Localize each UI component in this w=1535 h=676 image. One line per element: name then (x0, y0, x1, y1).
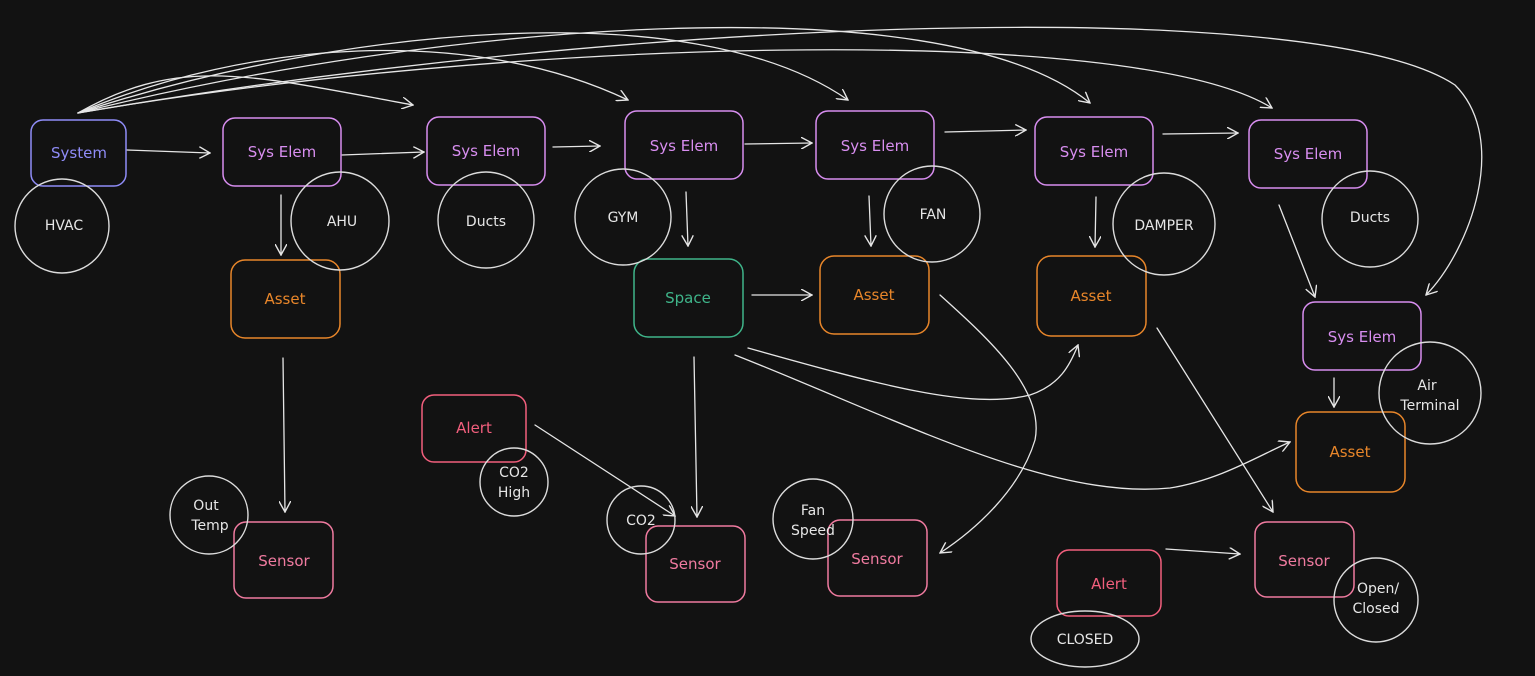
tag-gym-label: GYM (608, 210, 639, 226)
asset-node-4[interactable]: Asset (1295, 411, 1406, 493)
arrow-system-to-se2-arc (77, 75, 413, 114)
sensor-label: Sensor (1278, 552, 1330, 570)
sys-elem-label: Sys Elem (1060, 143, 1128, 161)
sys-elem-node-2[interactable]: Sys Elem (426, 116, 546, 186)
alert-label: Alert (456, 419, 492, 437)
arrow-space-to-sensor2 (694, 356, 697, 517)
sys-elem-node-5[interactable]: Sys Elem (1034, 116, 1154, 186)
asset-label: Asset (1329, 443, 1370, 461)
arrow-se5-to-asset3 (1095, 196, 1096, 247)
asset-node-2[interactable]: Asset (819, 255, 930, 335)
arrow-space-to-asset4 (734, 354, 1290, 490)
asset-node-3[interactable]: Asset (1036, 255, 1147, 337)
arrow-system-to-se5-arc (77, 26, 1090, 114)
tag-ducts-label: Ducts (1350, 210, 1390, 226)
tag-fan-label: FAN (920, 207, 947, 223)
tag-fan-speed-line2: Speed (791, 523, 835, 539)
sensor-node-1[interactable]: Sensor (233, 521, 334, 599)
sensor-node-2[interactable]: Sensor (645, 525, 746, 603)
alert-node-1[interactable]: Alert (421, 394, 527, 463)
space-label: Space (665, 289, 711, 307)
tag-out-temp[interactable]: Out Temp (169, 475, 249, 555)
arrow-se1-to-se2 (341, 152, 424, 155)
arrow-asset1-to-sensor1 (283, 357, 285, 512)
system-node[interactable]: System (30, 119, 127, 187)
sys-elem-label: Sys Elem (650, 137, 718, 155)
sys-elem-node-6[interactable]: Sys Elem (1248, 119, 1368, 189)
sys-elem-node-1[interactable]: Sys Elem (222, 117, 342, 187)
tag-damper[interactable]: DAMPER (1112, 172, 1216, 276)
arrow-asset3-to-sensor4 (1156, 327, 1273, 512)
tag-air-terminal[interactable]: Air Terminal (1378, 341, 1482, 445)
tag-out-temp-line2: Temp (190, 518, 228, 534)
tag-hvac[interactable]: HVAC (14, 178, 110, 274)
tag-out-temp-line1: Out (193, 498, 219, 514)
sys-elem-label: Sys Elem (1328, 328, 1396, 346)
alert-label: Alert (1091, 575, 1127, 593)
arrow-space-to-asset3 (747, 345, 1078, 401)
sys-elem-node-3[interactable]: Sys Elem (624, 110, 744, 180)
sys-elem-label: Sys Elem (248, 143, 316, 161)
sys-elem-node-7[interactable]: Sys Elem (1302, 301, 1422, 371)
tag-co2-high[interactable]: CO2 High (479, 447, 549, 517)
sensor-label: Sensor (851, 550, 903, 568)
asset-label: Asset (1070, 287, 1111, 305)
arrow-se4-to-se5 (944, 130, 1026, 132)
arrow-se3-to-se4 (744, 143, 812, 144)
tag-fan[interactable]: FAN (883, 165, 981, 263)
tag-ahu-label: AHU (327, 214, 357, 230)
sensor-node-4[interactable]: Sensor (1254, 521, 1355, 598)
connections (77, 26, 1483, 554)
alert-node-2[interactable]: Alert (1056, 549, 1162, 617)
system-label: System (51, 144, 107, 162)
arrow-system-to-se7-arc (77, 26, 1483, 295)
tag-air-terminal-line2: Terminal (1399, 398, 1459, 414)
tag-gym[interactable]: GYM (574, 168, 672, 266)
sys-elem-label: Sys Elem (1274, 145, 1342, 163)
sensor-label: Sensor (258, 552, 310, 570)
space-node[interactable]: Space (633, 258, 744, 338)
arrow-system-to-se6-arc (77, 49, 1272, 114)
arrow-alert2-to-sensor4 (1165, 549, 1240, 554)
asset-label: Asset (264, 290, 305, 308)
tag-co2-high-line1: CO2 (499, 465, 529, 481)
sensor-label: Sensor (669, 555, 721, 573)
arrow-system-to-se4-arc (77, 32, 848, 114)
sys-elem-label: Sys Elem (452, 142, 520, 160)
tag-fan-speed-line1: Fan (801, 503, 825, 519)
sys-elem-label: Sys Elem (841, 137, 909, 155)
tag-fan-speed[interactable]: Fan Speed (772, 478, 854, 560)
arrow-se2-to-se3 (552, 146, 600, 147)
sensor-node-3[interactable]: Sensor (827, 519, 928, 597)
tag-damper-label: DAMPER (1134, 218, 1193, 234)
arrow-alert1-to-sensor2 (534, 424, 675, 516)
tag-co2[interactable]: CO2 (606, 485, 676, 555)
tag-ducts-2[interactable]: Ducts (1321, 170, 1419, 268)
tag-ahu[interactable]: AHU (290, 171, 390, 271)
arrow-system-to-se1 (126, 150, 210, 153)
asset-label: Asset (853, 286, 894, 304)
sys-elem-node-4[interactable]: Sys Elem (815, 110, 935, 180)
arrow-se4-to-asset2 (869, 195, 871, 246)
tag-ducts-1[interactable]: Ducts (437, 171, 535, 269)
asset-node-1[interactable]: Asset (230, 259, 341, 339)
tag-open-closed[interactable]: Open/ Closed (1333, 557, 1419, 643)
tag-co2-label: CO2 (626, 513, 656, 529)
arrow-se3-to-space (686, 191, 688, 246)
tag-closed-label: CLOSED (1057, 632, 1114, 648)
tag-co2-high-line2: High (498, 485, 530, 501)
tag-closed[interactable]: CLOSED (1030, 610, 1140, 668)
tag-open-closed-line1: Open/ (1357, 581, 1399, 597)
tag-hvac-label: HVAC (45, 218, 84, 234)
tag-ducts-label: Ducts (466, 214, 506, 230)
tag-open-closed-line2: Closed (1352, 601, 1399, 617)
tag-air-terminal-line1: Air (1417, 378, 1436, 394)
arrow-se6-to-se7 (1278, 204, 1315, 297)
arrow-asset2-to-sensor3 (940, 294, 1037, 553)
arrow-system-to-se3-arc (77, 49, 628, 114)
arrow-se5-to-se6 (1162, 133, 1238, 134)
